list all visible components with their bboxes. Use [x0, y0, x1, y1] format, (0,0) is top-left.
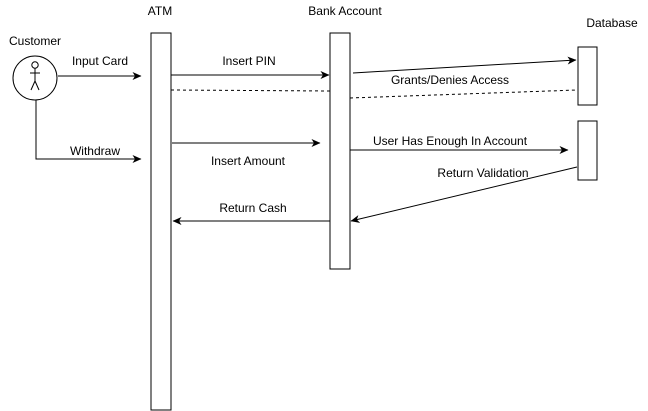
withdraw-label: Withdraw: [70, 144, 120, 158]
user-has-enough-label: User Has Enough In Account: [373, 134, 528, 148]
bank-account-lifeline-bar: [329, 32, 351, 270]
atm-label: ATM: [148, 4, 172, 18]
input-card-label: Input Card: [72, 54, 128, 68]
return-cash-label: Return Cash: [219, 201, 286, 215]
return-validation-label: Return Validation: [437, 166, 528, 180]
access-request-arrow: [352, 56, 577, 74]
withdraw-arrow: [35, 100, 142, 163]
atm-lifeline-bar: [150, 32, 172, 411]
customer-label: Customer: [9, 34, 61, 48]
bank-account-label: Bank Account: [308, 4, 382, 18]
insert-pin-label: Insert PIN: [222, 54, 275, 68]
return-validation-arrow: [350, 166, 578, 223]
customer-actor-icon: [12, 55, 58, 101]
database-label: Database: [586, 16, 638, 30]
database-activation-bar-2: [577, 120, 598, 181]
insert-amount-label: Insert Amount: [211, 154, 286, 168]
access-return-dashed-line: [349, 89, 578, 99]
pin-return-dashed-line: [170, 89, 331, 92]
grants-denies-access-label: Grants/Denies Access: [391, 73, 509, 87]
database-activation-bar-1: [577, 46, 598, 106]
